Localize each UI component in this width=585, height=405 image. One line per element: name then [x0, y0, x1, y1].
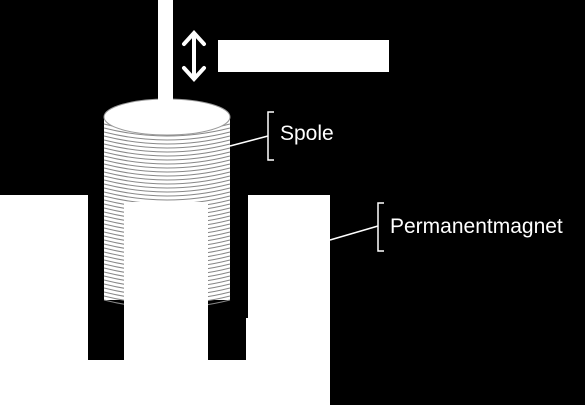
- coil-winding: [103, 127, 231, 137]
- coil-top: [103, 98, 231, 136]
- rod: [158, 0, 173, 104]
- magnet-notch-right: [208, 318, 246, 360]
- coil-winding: [103, 187, 231, 197]
- coil-label: Spole: [280, 122, 334, 145]
- coil-winding: [103, 139, 231, 149]
- coil-winding: [103, 135, 231, 145]
- coil-winding: [103, 191, 231, 201]
- coil-winding: [103, 131, 231, 141]
- coil-winding: [103, 151, 231, 161]
- magnet-bracket: [377, 202, 384, 252]
- coil-bracket: [267, 111, 274, 161]
- coil-winding: [103, 155, 231, 165]
- magnet-leader-line: [329, 225, 379, 241]
- coil-leader-line: [229, 135, 269, 147]
- magnet-core: [124, 202, 208, 360]
- coil-winding: [103, 163, 231, 173]
- coil: [103, 98, 231, 360]
- coil-winding: [103, 183, 231, 193]
- coil-winding: [103, 175, 231, 185]
- coil-winding: [103, 147, 231, 157]
- coil-winding: [103, 167, 231, 177]
- coil-winding: [103, 159, 231, 169]
- magnet-label: Permanentmagnet: [390, 215, 563, 238]
- blank-label-box: [218, 40, 389, 72]
- coil-winding: [103, 143, 231, 153]
- double-headed-vertical-arrow-icon: [182, 30, 206, 82]
- coil-winding: [103, 171, 231, 181]
- magnet-inner-left: [80, 318, 88, 360]
- magnet-notch-left: [86, 318, 124, 360]
- coil-winding: [103, 179, 231, 189]
